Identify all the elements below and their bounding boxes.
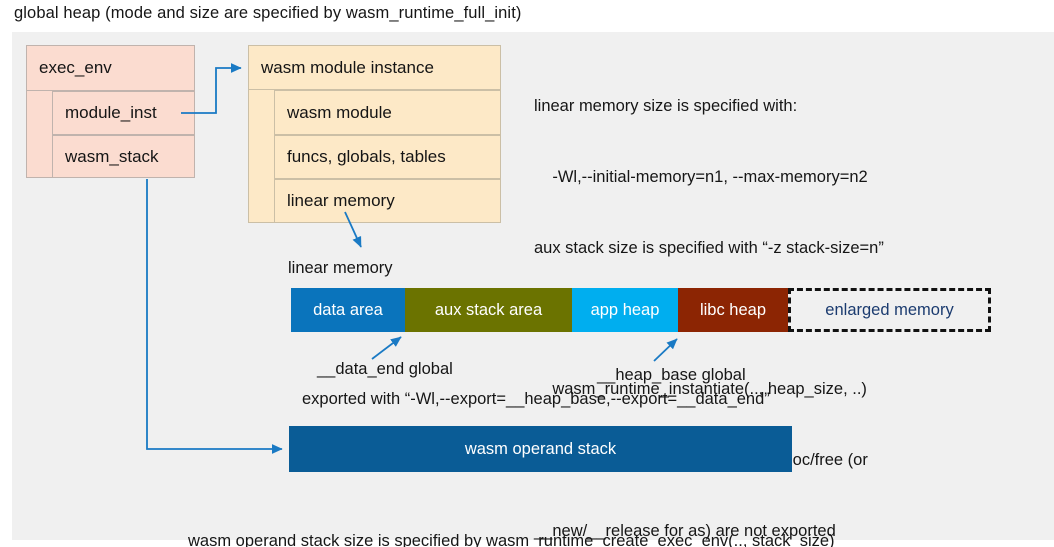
annotation-exported-with: exported with “-Wl,--export=__heap_base,… — [302, 390, 770, 408]
linear-memory-caption: linear memory — [288, 259, 393, 277]
module-instance-field-linear-memory: linear memory — [274, 179, 501, 223]
page-title: global heap (mode and size are specified… — [14, 4, 522, 22]
memory-config-note-line: wasm_runtime_instantiate(.., heap_size, … — [534, 380, 867, 399]
exec-env-field-module-inst: module_inst — [52, 91, 195, 135]
memory-segment-app-heap: app heap — [572, 288, 678, 332]
memory-config-note-line: __new/__release for as) are not exported — [534, 521, 836, 540]
memory-segment-libc-heap-label: libc heap — [699, 300, 767, 319]
module-instance-field-wasm-module-label: wasm module — [287, 102, 392, 122]
memory-segment-enlarged-memory-label: enlarged memory — [825, 300, 954, 319]
memory-config-note-line: -Wl,--initial-memory=n1, --max-memory=n2 — [534, 167, 868, 186]
memory-segment-enlarged-memory: enlarged memory — [788, 288, 991, 332]
exec-env-header: exec_env — [26, 45, 195, 91]
annotation-heap-base: __heap_base global — [597, 366, 746, 384]
module-instance-field-funcs-globals-tables: funcs, globals, tables — [274, 135, 501, 179]
module-instance-header: wasm module instance — [248, 45, 501, 90]
module-instance-field-wasm-module: wasm module — [274, 90, 501, 135]
memory-segment-aux-stack-area: aux stack area — [405, 288, 572, 332]
operand-stack-notes: wasm operand stack size is specified by … — [188, 483, 1038, 547]
annotation-data-end: __data_end global — [317, 360, 453, 378]
exec-env-field-wasm-stack-label: wasm_stack — [65, 146, 159, 166]
memory-segment-libc-heap: libc heap — [678, 288, 788, 332]
module-instance-field-linear-memory-label: linear memory — [287, 191, 395, 210]
memory-segment-aux-stack-area-label: aux stack area — [434, 300, 543, 319]
memory-config-note-line: aux stack size is specified with “-z sta… — [534, 238, 884, 257]
operand-stack-box: wasm operand stack — [289, 426, 792, 472]
module-instance-field-funcs-globals-tables-label: funcs, globals, tables — [287, 147, 446, 166]
operand-stack-label: wasm operand stack — [464, 439, 617, 458]
memory-segment-app-heap-label: app heap — [590, 300, 660, 319]
exec-env-field-module-inst-label: module_inst — [65, 103, 157, 122]
module-instance-header-label: wasm module instance — [261, 57, 434, 77]
exec-env-field-wasm-stack: wasm_stack — [52, 135, 195, 178]
memory-segment-data-area: data area — [291, 288, 405, 332]
exec-env-header-label: exec_env — [39, 58, 112, 77]
memory-segment-data-area-label: data area — [313, 300, 383, 319]
memory-config-note-line: linear memory size is specified with: — [534, 97, 798, 116]
operand-stack-note-line: wasm operand stack size is specified by … — [188, 532, 835, 547]
